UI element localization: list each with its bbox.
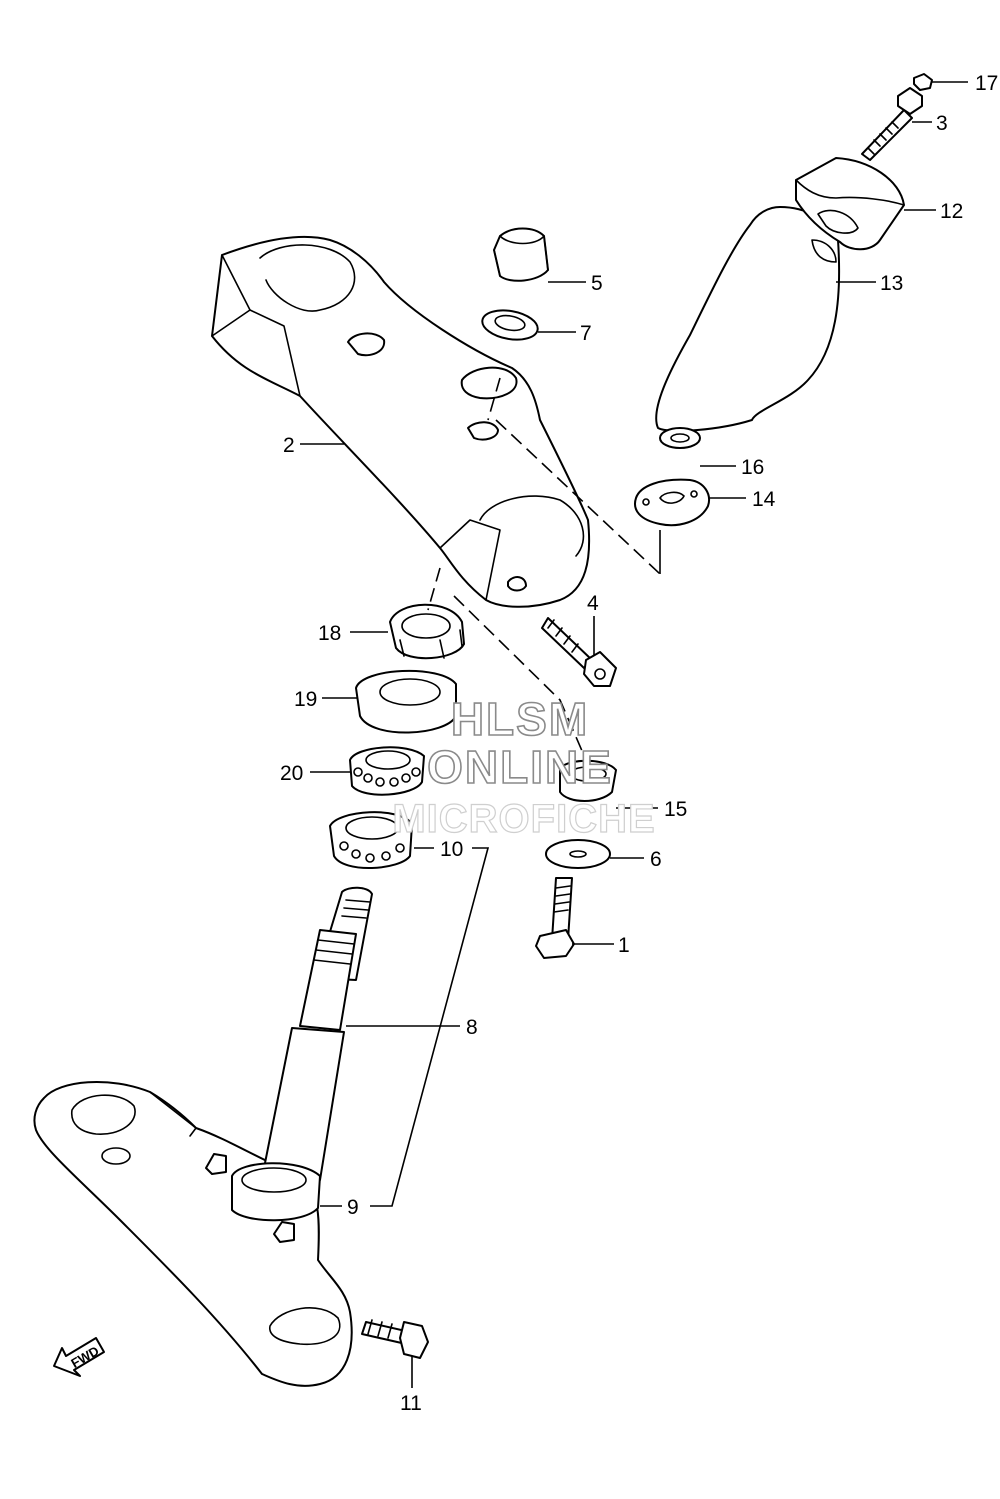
part-19-seal bbox=[355, 669, 457, 734]
part-4-bolt bbox=[541, 617, 617, 687]
part-12-cap bbox=[795, 157, 905, 251]
callout-10: 10 bbox=[440, 838, 463, 861]
part-14-plate bbox=[634, 478, 710, 527]
part-13-cover bbox=[655, 206, 841, 432]
part-18-lock-nut bbox=[389, 603, 465, 660]
part-2-upper-bracket bbox=[211, 235, 591, 608]
fwd-arrow: FWD bbox=[53, 1337, 105, 1377]
callout-6: 6 bbox=[650, 848, 662, 871]
callout-2: 2 bbox=[283, 434, 295, 457]
center-lines bbox=[370, 377, 661, 1207]
part-16-washer bbox=[659, 427, 701, 449]
part-1-bolt bbox=[535, 877, 575, 959]
callout-4: 4 bbox=[587, 592, 599, 615]
watermark-line2: ONLINE bbox=[427, 741, 613, 793]
part-5-cap-nut bbox=[493, 227, 549, 282]
callout-15: 15 bbox=[664, 798, 687, 821]
part-3-bolt bbox=[861, 87, 923, 161]
callout-1: 1 bbox=[618, 934, 630, 957]
leader-lines bbox=[300, 81, 968, 1388]
callout-7: 7 bbox=[580, 322, 592, 345]
watermark-line1: HLSM bbox=[451, 693, 589, 745]
part-7-washer bbox=[481, 309, 539, 341]
callout-16: 16 bbox=[741, 456, 764, 479]
part-17-clip bbox=[913, 73, 933, 91]
callout-18: 18 bbox=[318, 622, 341, 645]
callout-17: 17 bbox=[975, 72, 998, 95]
callout-20: 20 bbox=[280, 762, 303, 785]
part-10-bearing bbox=[329, 811, 413, 869]
watermark: HLSM ONLINE MICROFICHE bbox=[392, 692, 656, 841]
part-6-washer bbox=[545, 839, 611, 869]
callout-19: 19 bbox=[294, 688, 317, 711]
part-20-bearing bbox=[349, 746, 425, 796]
callout-12: 12 bbox=[940, 200, 963, 223]
part-8-steering-stem bbox=[33, 886, 373, 1387]
callout-13: 13 bbox=[880, 272, 903, 295]
watermark-line3: MICROFICHE bbox=[392, 797, 655, 841]
callout-5: 5 bbox=[591, 272, 603, 295]
callout-labels: 17 3 12 13 5 7 2 16 14 4 18 19 20 15 10 … bbox=[280, 72, 998, 1415]
callout-9: 9 bbox=[347, 1196, 359, 1219]
part-15-washer bbox=[559, 759, 617, 802]
part-11-bolt bbox=[361, 1319, 429, 1359]
callout-14: 14 bbox=[752, 488, 776, 511]
callout-8: 8 bbox=[466, 1016, 478, 1039]
callout-3: 3 bbox=[936, 112, 948, 135]
callout-11: 11 bbox=[400, 1392, 422, 1415]
